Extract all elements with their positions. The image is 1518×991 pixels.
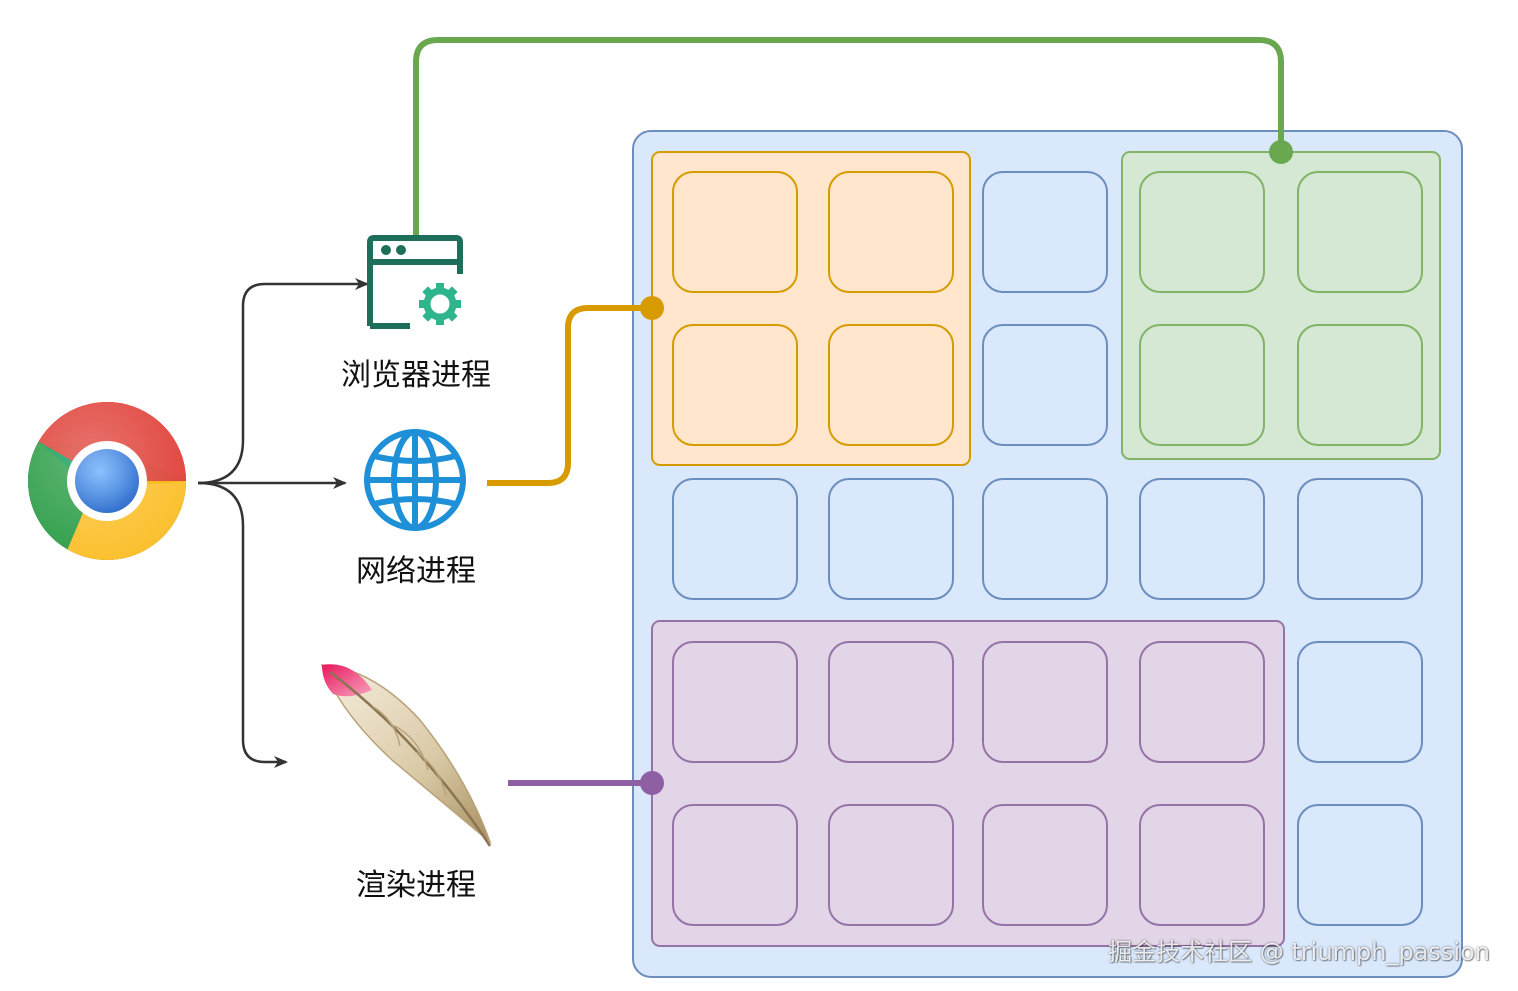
memory-cell-renderer bbox=[672, 641, 798, 763]
browser-connector bbox=[413, 37, 1284, 238]
arrow-to-browser bbox=[197, 278, 369, 485]
memory-cell-network bbox=[828, 324, 954, 446]
memory-cell-renderer bbox=[982, 804, 1108, 926]
memory-cell-free bbox=[1139, 478, 1265, 600]
globe-icon bbox=[364, 429, 466, 531]
watermark: 掘金技术社区 @ triumph_passion bbox=[1108, 938, 1490, 966]
memory-cell-network bbox=[672, 171, 798, 293]
memory-cell-browser bbox=[1139, 171, 1265, 293]
memory-cell-free bbox=[1297, 641, 1423, 763]
chrome-logo-icon bbox=[28, 402, 186, 560]
network-process-label: 网络进程 bbox=[356, 554, 476, 589]
memory-cell-free bbox=[672, 478, 798, 600]
browser-connector-dot bbox=[1269, 140, 1293, 164]
network-connector-dot bbox=[640, 296, 664, 320]
memory-cell-free bbox=[982, 478, 1108, 600]
memory-cell-renderer bbox=[828, 641, 954, 763]
memory-cell-network bbox=[672, 324, 798, 446]
network-connector bbox=[487, 305, 652, 486]
browser-settings-icon bbox=[367, 235, 463, 329]
memory-cell-free bbox=[1297, 804, 1423, 926]
browser-process-label: 浏览器进程 bbox=[341, 358, 491, 393]
arrow-to-renderer bbox=[197, 481, 288, 768]
memory-cells bbox=[672, 171, 1423, 926]
memory-cell-browser bbox=[1139, 324, 1265, 446]
memory-cell-free bbox=[982, 171, 1108, 293]
memory-cell-renderer bbox=[672, 804, 798, 926]
memory-cell-renderer bbox=[1139, 641, 1265, 763]
memory-cell-renderer bbox=[828, 804, 954, 926]
memory-cell-renderer bbox=[1139, 804, 1265, 926]
memory-cell-free bbox=[828, 478, 954, 600]
memory-cell-renderer bbox=[982, 641, 1108, 763]
renderer-connector-dot bbox=[640, 771, 664, 795]
spawn-arrows bbox=[197, 278, 369, 768]
memory-cell-free bbox=[982, 324, 1108, 446]
feather-icon bbox=[320, 664, 492, 847]
memory-cell-free bbox=[1297, 478, 1423, 600]
memory-cell-network bbox=[828, 171, 954, 293]
renderer-process-label: 渲染进程 bbox=[356, 868, 476, 903]
memory-cell-browser bbox=[1297, 324, 1423, 446]
memory-cell-browser bbox=[1297, 171, 1423, 293]
